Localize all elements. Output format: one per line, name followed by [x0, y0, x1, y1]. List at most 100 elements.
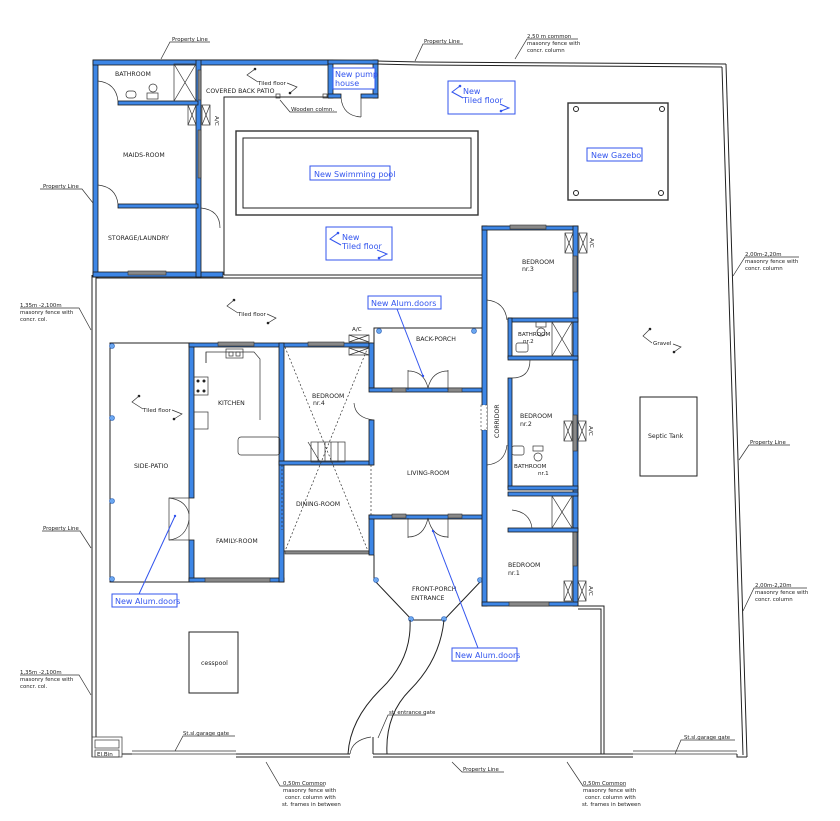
- gazebo: [567, 102, 669, 201]
- fence-left-upper-label-3: concr. col.: [20, 317, 48, 323]
- fence-bottom-left-label-2: masonry fence with: [283, 788, 336, 794]
- room-label-back-porch: BACK-PORCH: [416, 336, 456, 343]
- property-line-label-right: Property Line: [750, 440, 786, 446]
- garage-gate-label-right: St.sl.garage gate: [684, 735, 731, 741]
- room-label-bathroom-1: BATHROOM: [514, 464, 547, 470]
- room-label-entrance: ENTRANCE: [411, 595, 445, 602]
- property-fence: [91, 59, 748, 758]
- main-house-walls: [109, 224, 579, 755]
- room-label-corridor: CORRIDOR: [494, 404, 501, 438]
- property-line-callouts: [20, 38, 807, 787]
- room-label-bathroom: BATHROOM: [115, 71, 151, 78]
- fence-right-lower-label-3: concr. column: [755, 597, 793, 603]
- yard-boundary: [96, 96, 483, 279]
- fence-bottom-right-label-1: 0,50m Common: [583, 781, 626, 787]
- room-label-living-room: LIVING-ROOM: [407, 470, 449, 477]
- room-label-bedroom-2-nr: nr.2: [520, 421, 532, 428]
- pump-house: [327, 59, 379, 118]
- fence-bottom-left-label-3: concr. column with: [285, 795, 336, 801]
- property-line-label-left-lower: Property Line: [43, 526, 79, 532]
- cesspool: [188, 631, 239, 694]
- fence-top-label-3: concr. column: [527, 48, 565, 54]
- fence-left-lower-label-3: concr. col.: [20, 684, 48, 690]
- new-tiled-floor-top-label-1: New: [463, 87, 481, 96]
- gravel-pointer: [642, 327, 682, 354]
- tiled-floor-pointer-yard: [226, 298, 277, 325]
- room-label-bedroom-4: BEDROOM: [312, 393, 344, 400]
- el-bin-label: El.Bin: [97, 752, 113, 758]
- tiled-floor-pointer-patio: [246, 67, 298, 95]
- ac-label-bedroom-2: A/C: [587, 426, 593, 436]
- kitchen-counters: [168, 232, 605, 754]
- room-label-bathroom-1-nr: nr.1: [538, 471, 549, 477]
- new-pump-house-label-2: house: [335, 79, 359, 88]
- fence-right-upper-label-1: 2,00m-2,20m: [745, 252, 781, 258]
- room-label-dining-room: DINING-ROOM: [296, 501, 340, 508]
- swimming-pool: [235, 130, 479, 216]
- fence-left-upper-label-1: 1,35m -2,100m: [20, 303, 62, 309]
- room-label-covered-back-patio: COVERED BACK PATIO: [206, 88, 275, 95]
- fence-bottom-right-label-4: st. frames in between: [582, 802, 641, 808]
- tiled-floor-label-yard: Tiled floor: [237, 312, 266, 318]
- garage-gate-label-left: St.sl.garage gate: [183, 731, 230, 737]
- room-label-front-porch: FRONT-PORCH: [412, 586, 457, 593]
- fence-right-lower-label-2: masonry fence with: [755, 590, 808, 596]
- fence-top-label-2: masonry fence with: [527, 41, 580, 47]
- fence-right-lower-label-1: 2,00m-2,20m: [755, 583, 791, 589]
- fence-right-upper-label-3: concr. column: [745, 266, 783, 272]
- property-line-label-bottom: Property Line: [463, 767, 499, 773]
- tiled-floor-label-patio: Tiled floor: [257, 81, 286, 87]
- room-label-bathroom-2-nr: nr.2: [523, 339, 534, 345]
- alum-doors-callout-front: [431, 529, 518, 662]
- tiled-floor-pointer-side: [131, 394, 183, 421]
- gravel-label: Gravel: [653, 341, 672, 347]
- fence-bottom-right-label-3: concr. column with: [585, 795, 636, 801]
- ac-label: A/C: [213, 116, 219, 126]
- room-label-bedroom-3-nr: nr.3: [522, 266, 534, 273]
- fence-left-lower-label-1: 1,35m -2,100m: [20, 670, 62, 676]
- room-label-bedroom-2: BEDROOM: [520, 413, 552, 420]
- room-label-bedroom-3: BEDROOM: [522, 259, 554, 266]
- ac-label-bedroom-4: A/C: [352, 327, 362, 333]
- wooden-column-label: Wooden colmn.: [291, 107, 334, 113]
- new-pump-house-label-1: New pump: [335, 70, 378, 79]
- fence-left-upper-label-2: masonry fence with: [20, 310, 73, 316]
- new-tiled-floor-top-label-2: Tiled floor: [462, 96, 503, 105]
- alum-doors-label-side: New Alum.doors: [115, 597, 180, 606]
- fence-bottom-left-label-1: 0,50m Common: [283, 781, 326, 787]
- new-gazebo-label: New Gazebo: [591, 151, 641, 160]
- fence-right-upper-label-2: masonry fence with: [745, 259, 798, 265]
- fence-bottom-right-label-2: masonry fence with: [583, 788, 636, 794]
- new-tiled-floor-pool-label-1: New: [342, 233, 360, 242]
- fence-top-label-1: 2,50 m common: [527, 34, 571, 40]
- ac-label-bedroom-1: A/C: [587, 586, 593, 596]
- alum-doors-label-front: New Alum.doors: [455, 651, 520, 660]
- alum-doors-callout-side: [111, 514, 178, 608]
- utility-wing: [92, 59, 330, 278]
- new-swimming-pool-label: New Swimming pool: [314, 170, 395, 179]
- room-label-maids-room: MAIDS-ROOM: [123, 152, 165, 159]
- septic-tank: [639, 396, 698, 477]
- septic-tank-label: Septic Tank: [648, 433, 684, 440]
- property-line-label-left-upper: Property Line: [43, 184, 79, 190]
- room-label-family-room: FAMILY-ROOM: [216, 538, 258, 545]
- entrance-gate-label: st. entrance gate: [389, 710, 436, 716]
- room-label-side-patio: SIDE-PATIO: [134, 463, 168, 470]
- room-label-kitchen: KITCHEN: [218, 400, 245, 407]
- room-label-bedroom-1: BEDROOM: [508, 562, 540, 569]
- tiled-floor-label-side: Tiled floor: [142, 408, 171, 414]
- fence-left-lower-label-2: masonry fence with: [20, 677, 73, 683]
- new-tiled-floor-pool: [325, 226, 393, 261]
- alum-doors-callout-back: [367, 295, 442, 378]
- room-label-storage-laundry: STORAGE/LAUNDRY: [108, 235, 169, 242]
- cesspool-label: cesspool: [201, 660, 228, 667]
- room-label-bedroom-1-nr: nr.1: [508, 570, 520, 577]
- property-line-label-top: Property Line: [424, 39, 460, 45]
- new-tiled-floor-pool-label-2: Tiled floor: [341, 242, 382, 251]
- ac-label-bedroom-3: A/C: [588, 238, 594, 248]
- fence-bottom-left-label-4: st. frames in between: [282, 802, 341, 808]
- room-label-bathroom-2: BATHROOM: [518, 332, 551, 338]
- property-line-label-top-left: Property Line: [172, 37, 208, 43]
- room-label-bedroom-4-nr: nr.4: [313, 400, 325, 407]
